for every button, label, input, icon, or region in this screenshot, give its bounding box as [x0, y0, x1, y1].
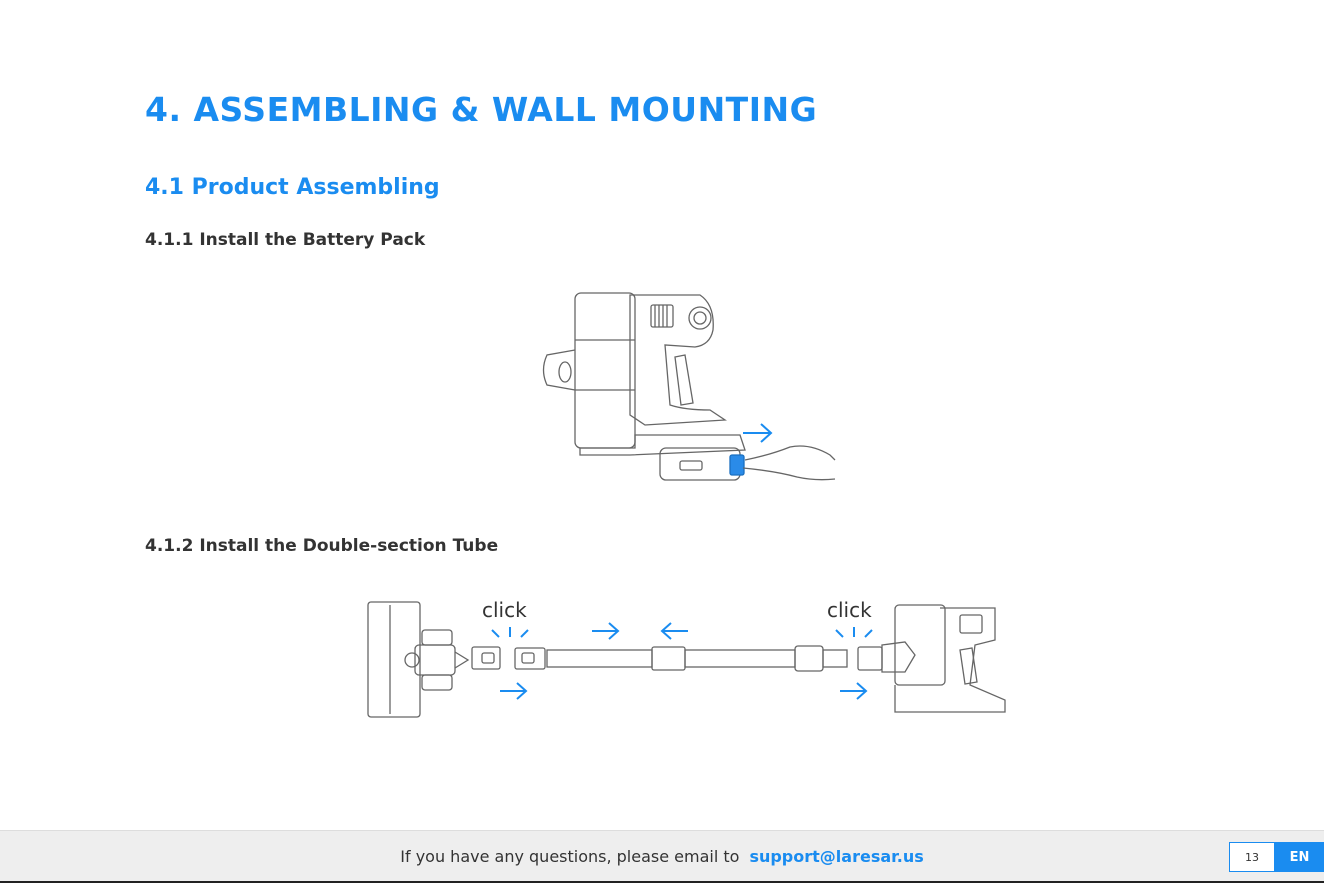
- click-label-right: click: [827, 598, 872, 622]
- handheld-vacuum: [895, 605, 945, 685]
- footer-text: If you have any questions, please email …: [400, 847, 739, 866]
- click-spark-left-icon: [492, 627, 528, 637]
- tube-install-illustration: click click: [360, 590, 1010, 725]
- vacuum-body: [575, 293, 635, 448]
- subsection-tube-title: 4.1.2 Install the Double-section Tube: [145, 536, 498, 556]
- arrow-right-bottom-right-icon: [840, 683, 866, 699]
- page-footer: If you have any questions, please email …: [0, 830, 1324, 883]
- click-label-left: click: [482, 598, 527, 622]
- subsection-battery-title: 4.1.1 Install the Battery Pack: [145, 230, 425, 250]
- arrow-right-top-icon: [592, 623, 618, 639]
- click-spark-right-icon: [836, 627, 872, 637]
- tube-section-upper: [685, 650, 795, 667]
- arrow-right-bottom-left-icon: [500, 683, 526, 699]
- language-badge: EN: [1275, 842, 1324, 872]
- support-email-link[interactable]: support@laresar.us: [749, 847, 923, 866]
- page-number: 13: [1229, 842, 1275, 872]
- battery-install-illustration: [535, 285, 845, 490]
- push-arrow-icon: [743, 424, 771, 442]
- arrow-left-top-icon: [662, 623, 688, 639]
- brush-connector: [472, 647, 500, 669]
- tube-section-lower: [547, 650, 652, 667]
- hand-outline: [745, 446, 835, 460]
- floor-brush-head: [368, 602, 420, 717]
- tube-joint: [652, 647, 685, 670]
- footer-contact: If you have any questions, please email …: [0, 847, 1324, 866]
- battery-release-button: [730, 455, 744, 475]
- section-title: 4.1 Product Assembling: [145, 175, 440, 200]
- page-heading: 4. ASSEMBLING & WALL MOUNTING: [145, 90, 817, 129]
